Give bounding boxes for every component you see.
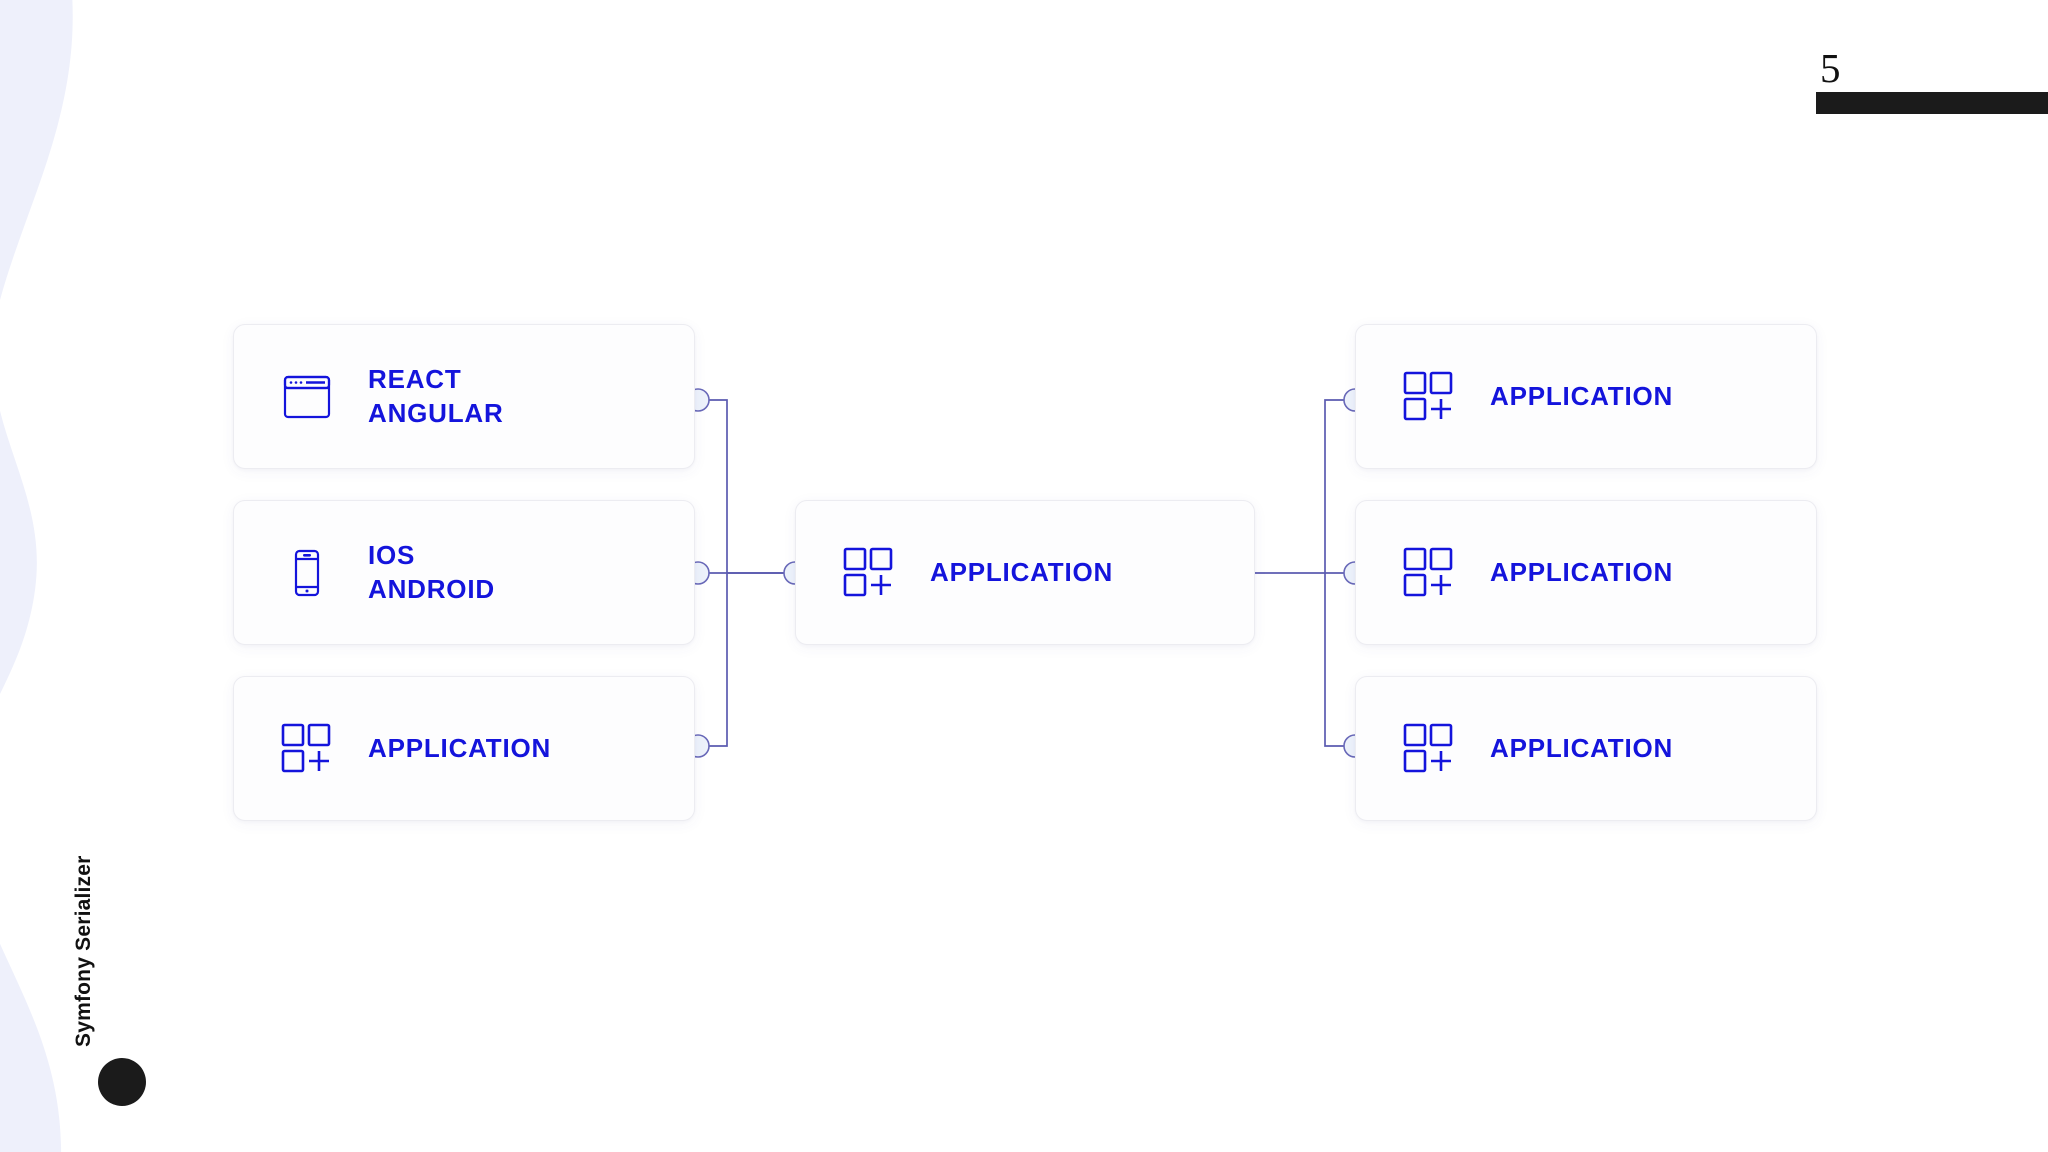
card-application-left[interactable]: APPLICATION	[233, 676, 695, 821]
card-label: APPLICATION	[930, 556, 1114, 587]
background-blob-decoration	[0, 0, 73, 1152]
app-grid-icon	[1398, 722, 1460, 776]
page-marker: 5	[1798, 0, 2048, 130]
page-number: 5	[1820, 45, 1841, 91]
card-label: APPLICATION	[368, 732, 552, 763]
card-label: APPLICATION	[1490, 380, 1674, 411]
card-react-angular[interactable]: REACT ANGULAR	[233, 324, 695, 469]
card-label: APPLICATION	[1490, 556, 1674, 587]
smartphone-icon	[276, 547, 338, 599]
app-grid-icon	[1398, 370, 1460, 424]
card-application-right-1[interactable]: APPLICATION	[1355, 324, 1817, 469]
browser-window-icon	[276, 371, 338, 423]
card-ios-android[interactable]: IOS ANDROID	[233, 500, 695, 645]
side-bullet-dot	[98, 1058, 146, 1106]
card-label: IOS ANDROID	[368, 540, 495, 604]
card-application-right-2[interactable]: APPLICATION	[1355, 500, 1817, 645]
app-grid-icon	[838, 546, 900, 600]
card-application-right-3[interactable]: APPLICATION	[1355, 676, 1817, 821]
card-label: REACT ANGULAR	[368, 364, 504, 428]
card-label: APPLICATION	[1490, 732, 1674, 763]
app-grid-icon	[276, 722, 338, 776]
card-application-center[interactable]: APPLICATION	[795, 500, 1255, 645]
app-grid-icon	[1398, 546, 1460, 600]
page-accent-bar	[1816, 92, 2048, 114]
side-title-label: Symfony Serializer	[72, 855, 95, 1047]
